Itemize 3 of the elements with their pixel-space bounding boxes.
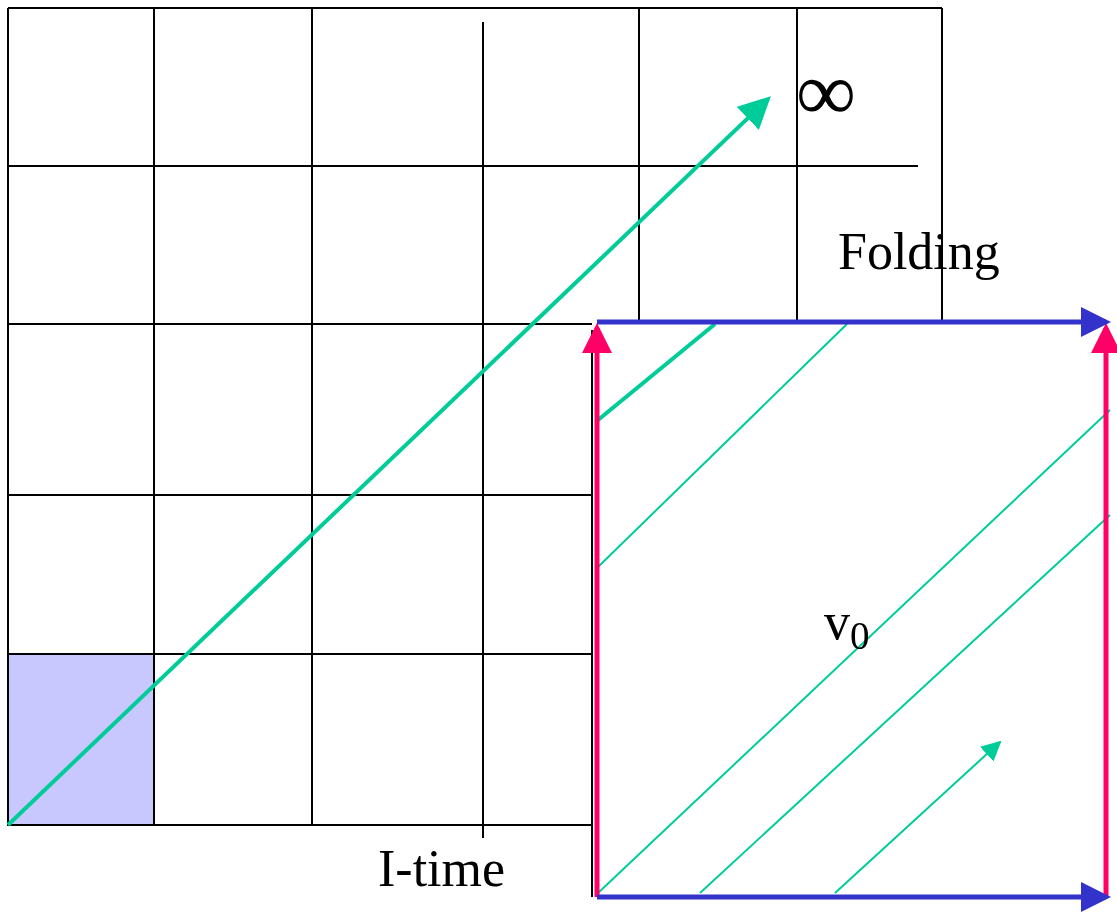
axis-label: ∞ [796, 50, 856, 134]
axis-label: I-time [378, 843, 506, 895]
axis-label: v$_{0}$ [824, 596, 870, 648]
